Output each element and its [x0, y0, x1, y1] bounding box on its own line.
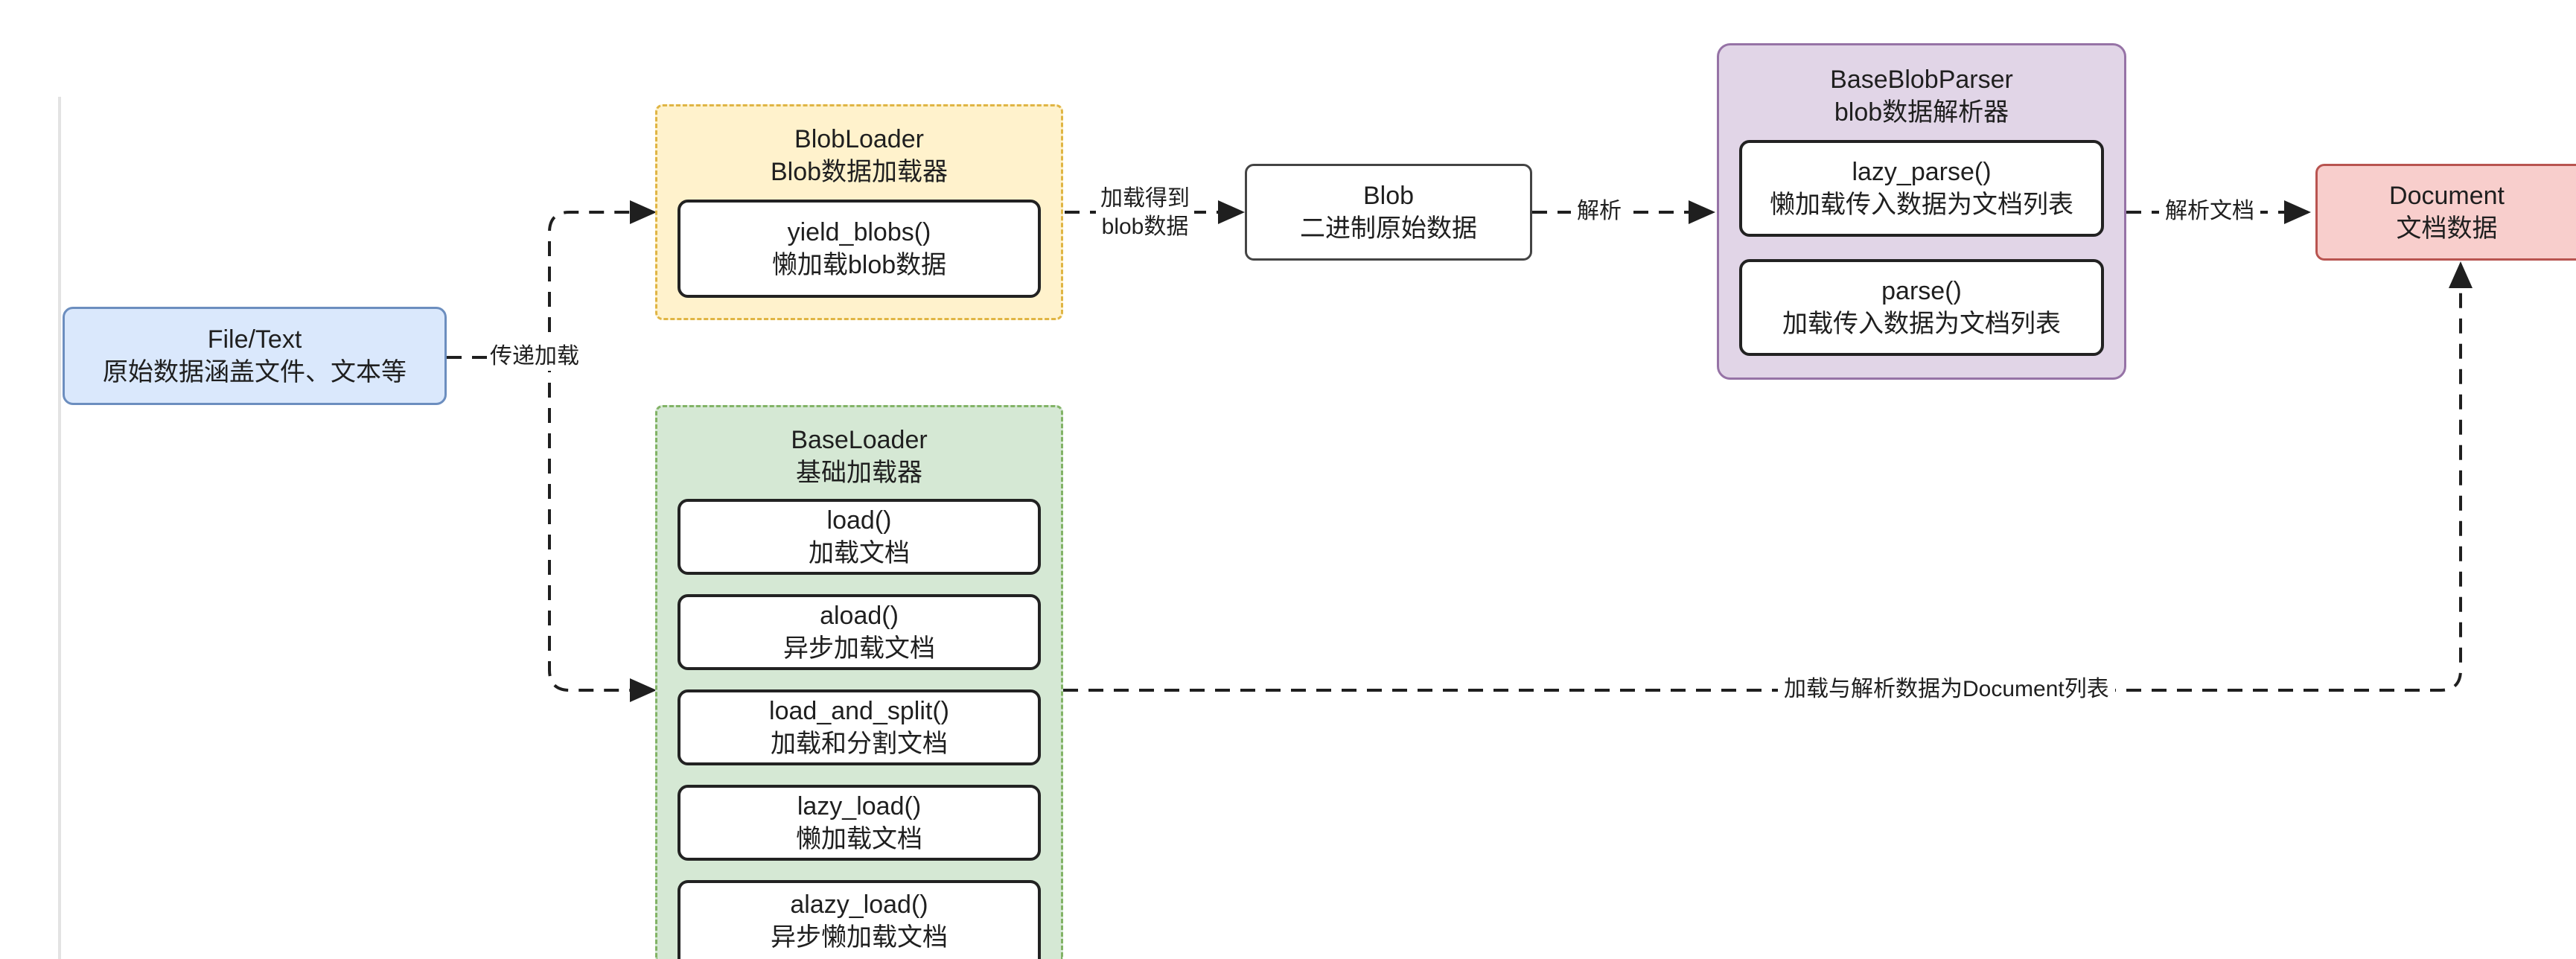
method-name: alazy_load(): [790, 890, 928, 919]
edge-file-to-blob-loader: [548, 200, 657, 357]
method-desc: 加载和分割文档: [771, 730, 948, 758]
base-blob-parser-subtitle: blob数据解析器: [1834, 98, 2009, 127]
method-parse: parse() 加载传入数据为文档列表: [1739, 259, 2104, 356]
method-name: parse(): [1881, 276, 1962, 305]
blob-node: Blob 二进制原始数据: [1245, 164, 1532, 261]
method-load-and-split: load_and_split() 加载和分割文档: [678, 689, 1041, 765]
document-title: Document: [2389, 181, 2505, 210]
file-text-node: File/Text 原始数据涵盖文件、文本等: [63, 307, 447, 405]
document-subtitle: 文档数据: [2396, 214, 2498, 243]
method-desc: 加载文档: [809, 539, 910, 567]
method-name: lazy_load(): [797, 791, 922, 821]
edge-base-loader-to-document: [1063, 261, 2473, 692]
method-desc: 加载传入数据为文档列表: [1782, 310, 2061, 338]
method-name: load_and_split(): [769, 696, 949, 725]
method-aload: aload() 异步加载文档: [678, 594, 1041, 670]
edge-label-load-blob-line1: 加载得到: [1100, 186, 1190, 211]
method-desc: 懒加载blob数据: [771, 251, 947, 279]
method-name: lazy_parse(): [1852, 157, 1992, 186]
blob-loader-subtitle: Blob数据加载器: [770, 158, 949, 187]
method-lazy-load: lazy_load() 懒加载文档: [678, 785, 1041, 861]
base-loader-title: BaseLoader: [791, 426, 928, 454]
file-text-subtitle: 原始数据涵盖文件、文本等: [103, 358, 407, 386]
method-yield-blobs: yield_blobs() 懒加载blob数据: [678, 200, 1041, 298]
blob-loader-title: BlobLoader: [794, 125, 924, 153]
document-node: Document 文档数据: [2315, 164, 2576, 261]
edge-label-load-parse-document-list: 加载与解析数据为Document列表: [1778, 675, 2115, 704]
method-alazy-load: alazy_load() 异步懒加载文档: [678, 880, 1041, 959]
edge-label-load-blob-line2: blob数据: [1101, 214, 1189, 239]
method-lazy-parse: lazy_parse() 懒加载传入数据为文档列表: [1739, 140, 2104, 237]
method-load: load() 加载文档: [678, 499, 1041, 575]
edge-label-load-blob: 加载得到 blob数据: [1096, 182, 1194, 243]
file-text-title: File/Text: [207, 325, 302, 354]
method-name: yield_blobs(): [787, 217, 931, 246]
base-loader-subtitle: 基础加载器: [796, 459, 922, 488]
method-name: aload(): [820, 601, 899, 630]
edge-label-parse-document: 解析文档: [2159, 197, 2260, 226]
base-loader-group: BaseLoader 基础加载器: [655, 405, 1063, 959]
edge-label-pass-load: 传递加载: [487, 342, 582, 371]
base-blob-parser-title: BaseBlobParser: [1830, 66, 2013, 94]
blob-title: Blob: [1362, 181, 1415, 210]
edge-file-to-base-loader: [548, 357, 657, 702]
left-border-line: [58, 97, 61, 959]
method-desc: 异步加载文档: [783, 634, 935, 663]
method-desc: 异步懒加载文档: [771, 923, 948, 952]
method-name: load(): [826, 506, 892, 535]
method-desc: 懒加载传入数据为文档列表: [1770, 191, 2073, 219]
edge-label-parse: 解析: [1571, 197, 1627, 226]
blob-subtitle: 二进制原始数据: [1300, 214, 1477, 243]
method-desc: 懒加载文档: [796, 825, 922, 853]
